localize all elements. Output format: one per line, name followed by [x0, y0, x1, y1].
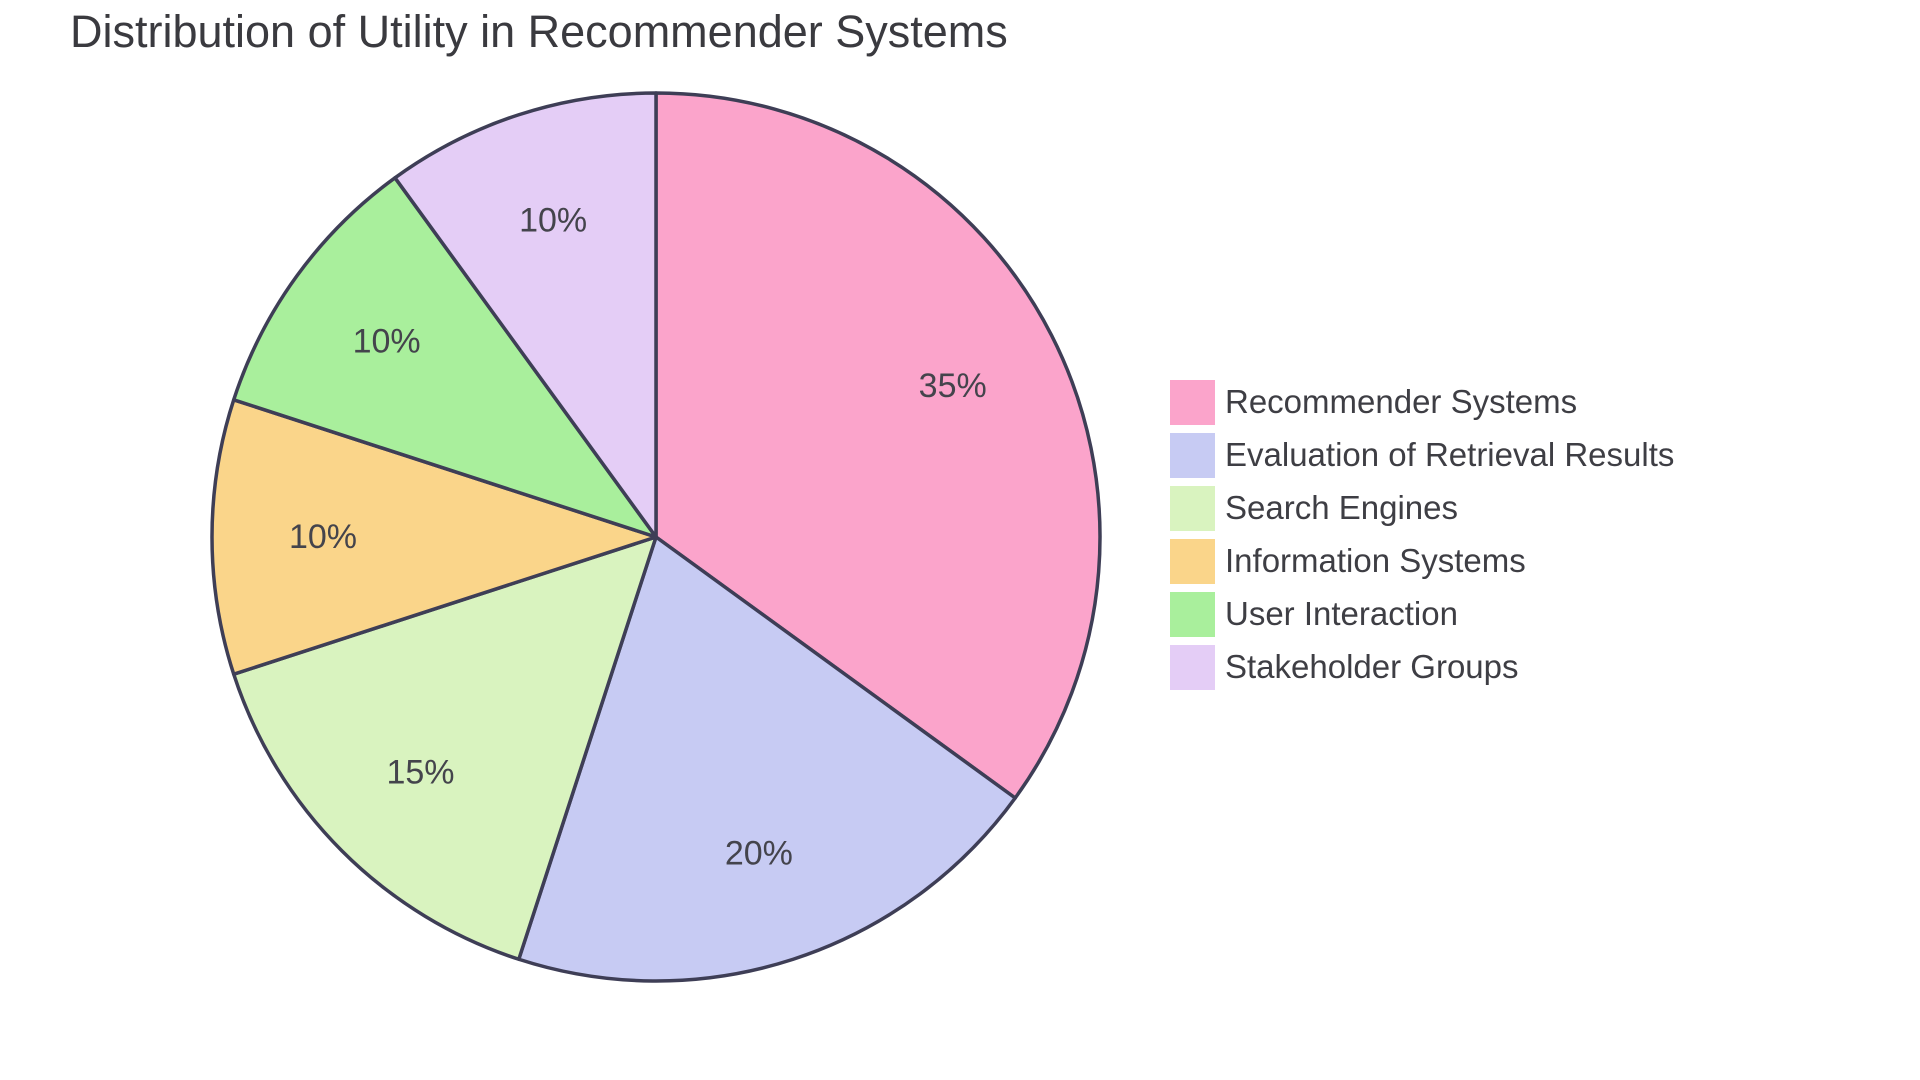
legend-label: Stakeholder Groups	[1225, 648, 1519, 685]
legend-swatch	[1170, 379, 1215, 425]
pie-slice-information-systems[interactable]	[210, 398, 658, 676]
legend-swatch	[1170, 538, 1215, 584]
pie-slice-evaluation-of-retrieval-results[interactable]	[517, 535, 1017, 983]
legend-label: User Interaction	[1225, 595, 1458, 632]
chart-title: Distribution of Utility in Recommender S…	[70, 6, 1008, 57]
legend-swatch	[1170, 591, 1215, 637]
legend-label: Evaluation of Retrieval Results	[1225, 436, 1675, 473]
legend-swatch	[1170, 432, 1215, 478]
legend-item-recommender-systems[interactable]: Recommender Systems	[1170, 379, 1674, 425]
percent-label-search-engines: 15%	[386, 754, 454, 792]
percent-label-information-systems: 10%	[289, 518, 357, 556]
legend-item-user-interaction[interactable]: User Interaction	[1170, 591, 1674, 637]
pie-slice-search-engines[interactable]	[231, 535, 658, 962]
pie-slice-stakeholder-groups[interactable]	[393, 91, 658, 539]
legend-label: Information Systems	[1225, 542, 1526, 579]
legend-label: Recommender Systems	[1225, 383, 1578, 420]
legend-item-evaluation-of-retrieval-results[interactable]: Evaluation of Retrieval Results	[1170, 432, 1674, 478]
legend-item-stakeholder-groups[interactable]: Stakeholder Groups	[1170, 644, 1674, 690]
legend-item-information-systems[interactable]: Information Systems	[1170, 538, 1674, 584]
percent-label-evaluation-of-retrieval-results: 20%	[725, 835, 793, 873]
legend-item-search-engines[interactable]: Search Engines	[1170, 485, 1674, 531]
pie-slice-user-interaction[interactable]	[231, 176, 658, 539]
legend-swatch	[1170, 485, 1215, 531]
pie-slice-recommender-systems[interactable]	[654, 91, 1102, 800]
percent-label-recommender-systems: 35%	[919, 367, 987, 405]
percent-label-stakeholder-groups: 10%	[519, 201, 587, 239]
percent-label-user-interaction: 10%	[353, 322, 421, 360]
legend-label: Search Engines	[1225, 489, 1458, 526]
legend-swatch	[1170, 644, 1215, 690]
